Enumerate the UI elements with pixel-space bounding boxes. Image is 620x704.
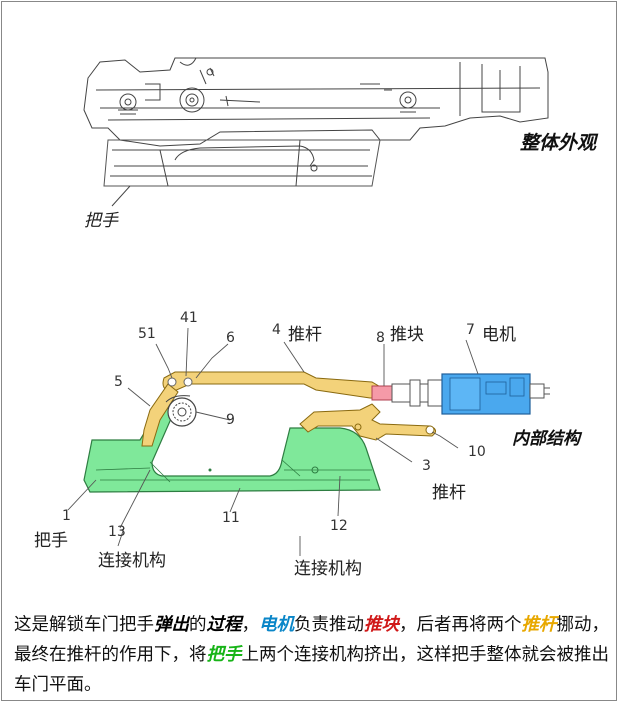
push-rod-lower [299,403,436,441]
desc-text-4: 负责推动 [294,615,364,635]
label-handle-bottom: 把手 [34,531,68,551]
desc-highlight-push-rod: 推杆 [521,615,557,635]
part-number-5: 5 [114,374,123,390]
desc-highlight-handle: 把手 [206,645,242,665]
exterior-drawing [83,57,549,187]
desc-text-5: ，后者再将两个 [399,615,522,635]
label-push-block: 推块 [390,325,424,345]
desc-text-2: 的 [189,615,207,635]
label-push-rod-bottom: 推杆 [432,483,466,503]
label-internal-structure: 内部结构 [512,429,580,449]
diagram-svg [67,57,550,556]
part-number-6: 6 [226,330,235,346]
desc-highlight-push-block: 推块 [364,615,399,635]
desc-text-7: 上两个连接机构挤出，这样把手整体就会被推出车门平面。 [14,645,609,695]
desc-highlight-motor: 电机 [259,615,294,635]
label-linkage-left: 连接机构 [98,551,166,571]
handle-top-leader [111,185,131,207]
part-number-3: 3 [422,458,431,474]
push-block-pink [371,385,393,401]
desc-text-3: ， [241,615,260,635]
desc-text-1: 这是解锁车门把手 [14,615,154,635]
label-linkage-right: 连接机构 [294,559,362,579]
label-push-rod-top: 推杆 [288,325,322,345]
label-overall-view: 整体外观 [520,132,597,154]
part-number-12: 12 [330,518,348,534]
part-number-13: 13 [108,524,126,540]
part-number-1: 1 [62,508,71,524]
desc-highlight-process: 过程 [206,615,242,635]
part-number-41: 41 [180,310,198,326]
part-number-10: 10 [468,444,486,460]
part-number-51: 51 [138,326,156,342]
part-number-7: 7 [466,322,475,338]
push-rod-upper [162,371,383,399]
label-motor: 电机 [482,325,516,345]
label-handle-top: 把手 [84,211,118,231]
part-number-9: 9 [226,412,235,428]
leader-lines [67,327,479,556]
part-number-8: 8 [376,330,385,346]
description-paragraph: 这是解锁车门把手弹出的过程，电机负责推动推块，后者再将两个推杆挪动，最终在推杆的… [14,610,610,700]
part-number-11: 11 [222,510,240,526]
motor-blue [441,373,550,415]
diagram-stage: 整体外观 把手 51 41 6 4 推杆 8 推块 7 电机 内部结构 5 9 … [34,57,597,579]
desc-text-6: 挪动，最终在推杆的作用下，将 [14,615,609,665]
desc-highlight-popout: 弹出 [154,615,189,635]
part-number-4: 4 [272,322,281,338]
